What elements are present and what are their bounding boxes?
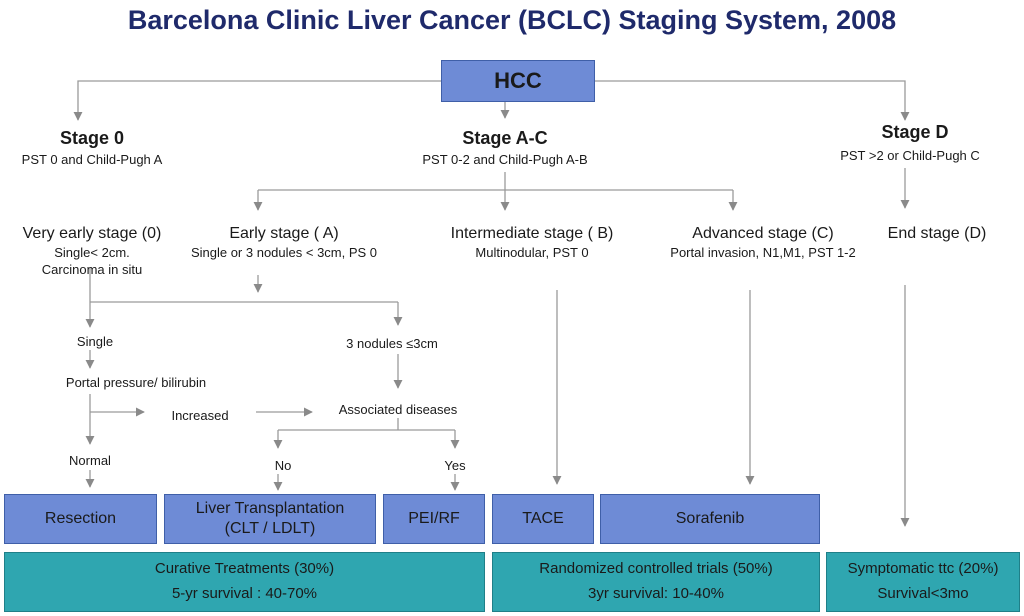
symptomatic-outcome-box: Symptomatic ttc (20%) Survival<3mo	[826, 552, 1020, 612]
stage0-criteria: PST 0 and Child-Pugh A	[21, 152, 163, 167]
no-label: No	[274, 458, 292, 473]
curative-outcome-box: Curative Treatments (30%) 5-yr survival …	[4, 552, 485, 612]
sorafenib-label: Sorafenib	[675, 510, 745, 527]
advanced-stage-detail: Portal invasion, N1,M1, PST 1-2	[670, 245, 856, 260]
portal-pressure-label: Portal pressure/ bilirubin	[65, 375, 207, 390]
stageD-title: Stage D	[881, 122, 949, 142]
curative-survival-label: 5-yr survival : 40-70%	[171, 585, 318, 602]
page-title: Barcelona Clinic Liver Cancer (BCLC) Sta…	[127, 5, 897, 35]
pei-rf-label: PEI/RF	[408, 510, 460, 527]
curative-outcome-label: Curative Treatments (30%)	[154, 560, 335, 578]
very-early-detail-2: Carcinoma in situ	[41, 262, 143, 277]
rct-outcome-box: Randomized controlled trials (50%) 3yr s…	[492, 552, 820, 612]
increased-label: Increased	[171, 408, 229, 423]
resection-box: Resection	[4, 494, 157, 544]
early-stage-detail: Single or 3 nodules < 3cm, PS 0	[190, 245, 378, 260]
hcc-to-stageD-line	[595, 80, 910, 121]
end-stage-label: End stage (D)	[887, 225, 987, 242]
associated-diseases-label: Associated diseases	[338, 402, 458, 417]
normal-label: Normal	[69, 453, 111, 468]
hcc-root-box: HCC	[441, 60, 595, 102]
early-stage-label: Early stage ( A)	[229, 225, 339, 242]
intermediate-stage-label: Intermediate stage ( B)	[450, 225, 614, 242]
symptomatic-survival-label: Survival<3mo	[877, 585, 969, 602]
rct-survival-label: 3yr survival: 10-40%	[588, 585, 724, 602]
intermediate-stage-detail: Multinodular, PST 0	[475, 245, 589, 260]
liver-transplantation-sublabel: (CLT / LDLT)	[224, 520, 316, 537]
stageAC-title: Stage A-C	[462, 128, 548, 148]
liver-transplantation-label: Liver Transplantation	[195, 500, 345, 517]
liver-transplantation-box: Liver Transplantation (CLT / LDLT)	[164, 494, 376, 544]
rct-outcome-label: Randomized controlled trials (50%)	[539, 560, 773, 578]
advanced-stage-label: Advanced stage (C)	[692, 225, 834, 242]
stageD-criteria: PST >2 or Child-Pugh C	[840, 148, 980, 163]
symptomatic-outcome-label: Symptomatic ttc (20%)	[847, 560, 999, 578]
stage0-title: Stage 0	[59, 128, 125, 148]
three-nodules-label: 3 nodules ≤3cm	[346, 336, 438, 351]
sorafenib-box: Sorafenib	[600, 494, 820, 544]
very-early-stage-label: Very early stage (0)	[22, 225, 162, 242]
pei-rf-box: PEI/RF	[383, 494, 485, 544]
tace-box: TACE	[492, 494, 594, 544]
yes-label: Yes	[444, 458, 466, 473]
very-early-detail-1: Single< 2cm.	[54, 245, 130, 260]
stageAC-criteria: PST 0-2 and Child-Pugh A-B	[422, 152, 588, 167]
hcc-to-stage0-line	[73, 80, 441, 121]
tace-label: TACE	[522, 510, 564, 527]
resection-label: Resection	[44, 510, 117, 527]
single-label: Single	[76, 334, 114, 349]
